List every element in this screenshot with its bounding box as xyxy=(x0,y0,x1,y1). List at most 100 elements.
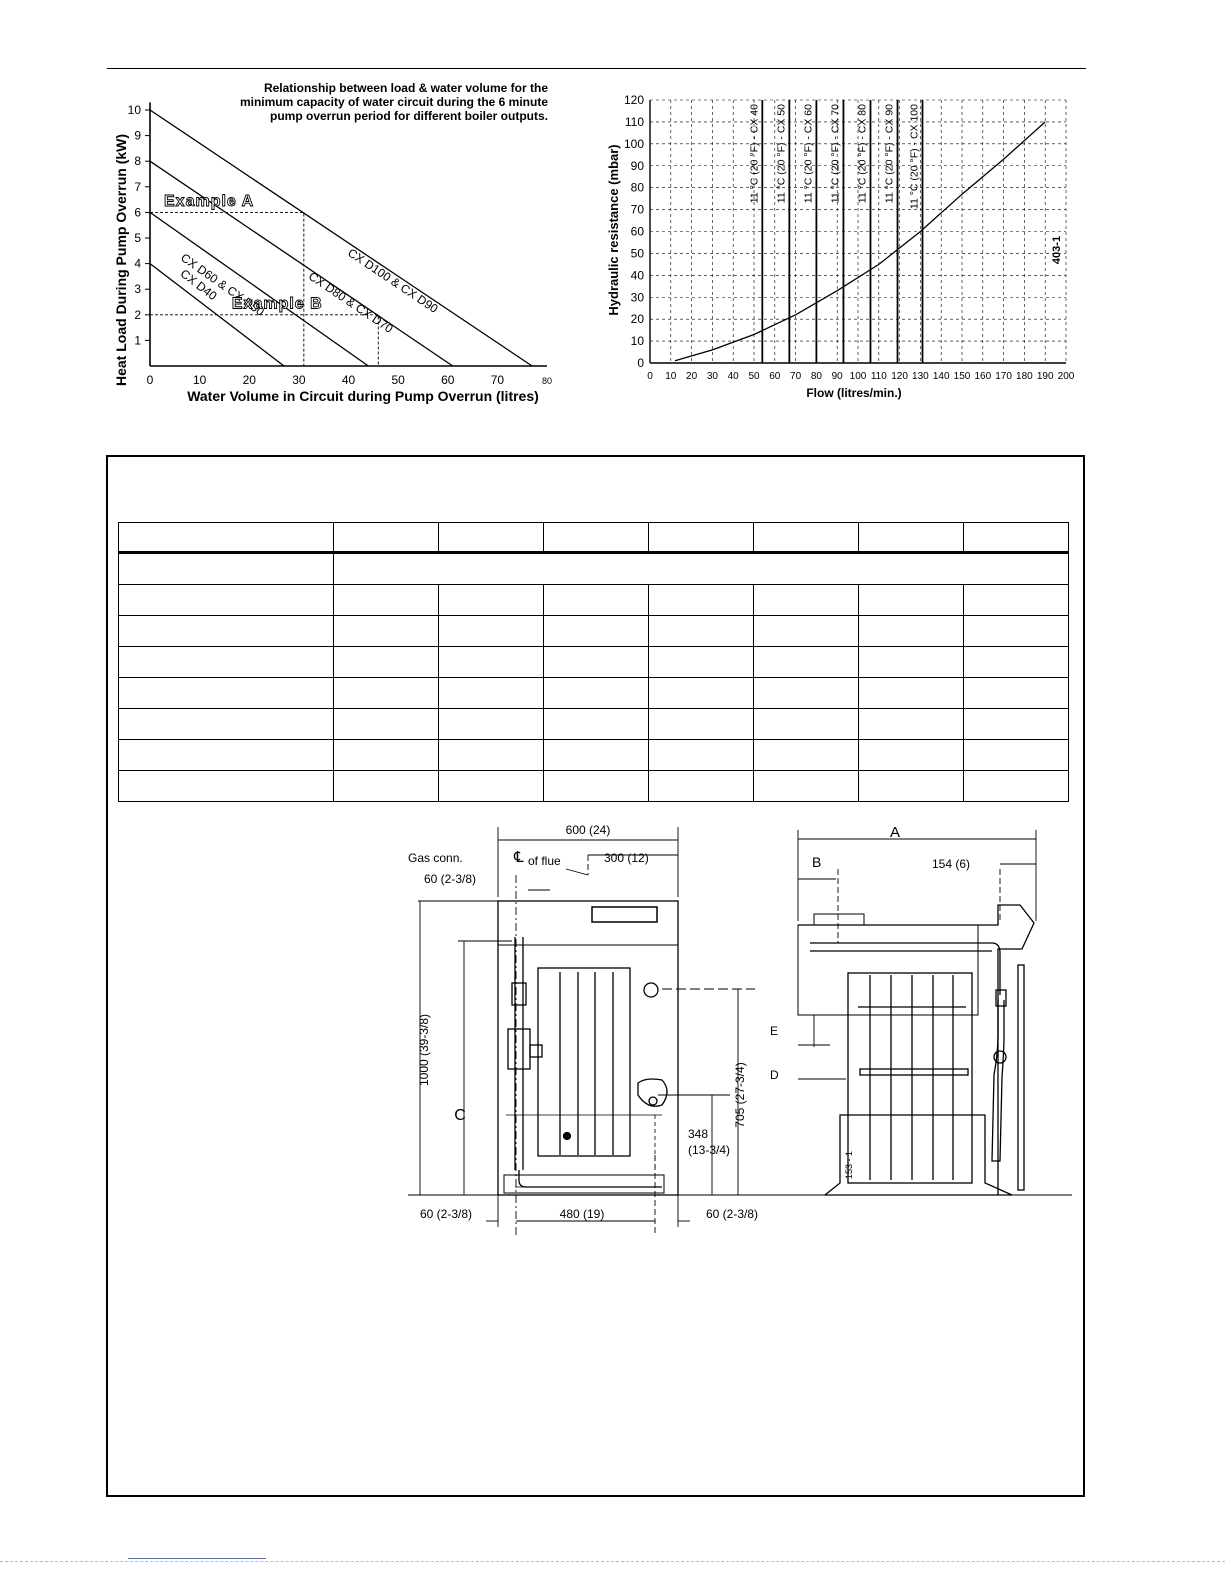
chart-title-line-1: Relationship between load & water volume… xyxy=(264,81,548,95)
x-tick-label: 160 xyxy=(974,371,991,382)
y-axis-label: Hydraulic resistance (mbar) xyxy=(606,144,621,315)
dim-348-in: (13-3/4) xyxy=(688,1143,730,1157)
y-tick-label: 40 xyxy=(631,268,645,282)
example-label: Example A xyxy=(164,193,254,210)
marker-label: 11 °C (20 °F) - CX 100 xyxy=(908,104,920,209)
x-tick-label: 20 xyxy=(243,373,257,387)
label-c: C xyxy=(454,1107,466,1124)
x-tick-label: 190 xyxy=(1037,371,1054,382)
y-tick-label: 120 xyxy=(624,93,644,107)
dim-154: 154 (6) xyxy=(932,857,970,871)
x-tick-label: 30 xyxy=(292,373,306,387)
table-row xyxy=(118,708,1069,740)
footer-link-underline xyxy=(128,1558,266,1559)
y-tick-label: 1 xyxy=(134,333,141,347)
y-tick-label: 8 xyxy=(134,154,141,168)
figure-ref: 403-1 xyxy=(1051,236,1063,264)
dim-348: 348 xyxy=(688,1127,708,1141)
label-e: E xyxy=(770,1024,778,1038)
marker-label: 11 °C (20 °F) - CX 80 xyxy=(856,104,868,203)
x-tick-label: 60 xyxy=(769,371,781,382)
dim-60-top: 60 (2-3/8) xyxy=(424,872,476,886)
x-tick-label: 30 xyxy=(707,371,719,382)
x-tick-label: 10 xyxy=(193,373,207,387)
chart-title-line-3: pump overrun period for different boiler… xyxy=(270,109,548,123)
y-tick-label: 6 xyxy=(134,205,141,219)
label-d: D xyxy=(770,1068,779,1082)
chart-title-line-2: minimum capacity of water circuit during… xyxy=(240,95,548,109)
table-row xyxy=(118,615,1069,647)
x-tick-label: 50 xyxy=(748,371,760,382)
series-line xyxy=(149,109,533,367)
flue-label: of flue xyxy=(528,854,561,868)
specification-panel xyxy=(106,455,1085,1497)
x-tick-label: 0 xyxy=(647,371,653,382)
marker-label: 11 °C (20 °F) - CX 90 xyxy=(884,104,896,203)
series-line xyxy=(149,211,369,367)
dim-60-bottom-right: 60 (2-3/8) xyxy=(706,1207,758,1221)
x-tick-label: 20 xyxy=(686,371,698,382)
y-tick-label: 70 xyxy=(631,203,645,217)
y-tick-label: 10 xyxy=(128,103,142,117)
hydraulic-resistance-chart: 11 °C (20 °F) - CX 40 11 °C (20 °F) - CX … xyxy=(606,93,1075,400)
x-tick-label: 130 xyxy=(912,371,929,382)
y-tick-label: 0 xyxy=(637,356,644,370)
y-tick-label: 7 xyxy=(134,180,141,194)
series-line xyxy=(149,160,454,367)
x-tick-label: 200 xyxy=(1058,371,1075,382)
x-tick-label: 90 xyxy=(832,371,844,382)
x-axis-label: Water Volume in Circuit during Pump Over… xyxy=(187,388,539,404)
marker-label: 11 °C (20 °F) - CX 50 xyxy=(775,104,787,203)
x-axis-label: Flow (litres/min.) xyxy=(806,386,901,400)
x-tick-label: 70 xyxy=(790,371,802,382)
x-tick-label: 140 xyxy=(933,371,950,382)
x-tick-label: 70 xyxy=(491,373,505,387)
table-row xyxy=(118,739,1069,771)
marker-label: 11 °C (20 °F) - CX 60 xyxy=(802,104,814,203)
chart-markers: 11 °C (20 °F) - CX 40 11 °C (20 °F) - CX … xyxy=(748,100,924,363)
y-tick-label: 50 xyxy=(631,246,645,260)
table-row xyxy=(118,677,1069,709)
boiler-dimension-drawing: 600 (24) Gas conn. ℄ of flue 300 (12) 60… xyxy=(408,823,1072,1235)
example-guide xyxy=(150,211,305,366)
table-row xyxy=(118,584,1069,616)
marker-label: 11 °C (20 °F) - CX 40 xyxy=(748,104,760,203)
y-tick-label: 110 xyxy=(625,115,644,129)
x-tick-label: 50 xyxy=(391,373,405,387)
x-tick-label: 60 xyxy=(441,373,455,387)
spec-table xyxy=(118,522,1069,802)
x-tick-label: 150 xyxy=(954,371,971,382)
x-tick-label: 110 xyxy=(871,371,887,382)
side-dimensions xyxy=(797,830,1037,1080)
header-rule xyxy=(107,68,1086,69)
y-tick-label: 5 xyxy=(134,231,141,245)
x-tick-label: 10 xyxy=(665,371,677,382)
gas-conn-label: Gas conn. xyxy=(408,851,463,865)
y-tick-label: 3 xyxy=(134,282,141,296)
example-label: Example B xyxy=(232,295,323,312)
dim-1000: 1000 (39-3/8) xyxy=(417,1014,431,1086)
y-tick-label: 30 xyxy=(631,290,645,304)
table-row xyxy=(118,770,1069,802)
y-tick-label: 100 xyxy=(624,137,644,151)
page-footer-rule xyxy=(0,1561,1225,1562)
x-tick-label: 120 xyxy=(891,371,908,382)
dim-300: 300 (12) xyxy=(604,851,649,865)
front-dimensions xyxy=(418,827,755,1235)
x-tick-label: 40 xyxy=(342,373,356,387)
front-view xyxy=(408,900,1072,1196)
resistance-curve xyxy=(674,121,1046,362)
centreline-symbol: ℄ xyxy=(513,849,524,866)
x-tick-label: 170 xyxy=(995,371,1012,382)
dim-60-bottom-left: 60 (2-3/8) xyxy=(420,1207,472,1221)
y-tick-label: 9 xyxy=(134,129,141,143)
dim-600: 600 (24) xyxy=(566,823,611,837)
x-tick-label: 80 xyxy=(811,371,823,382)
table-row xyxy=(118,646,1069,678)
dim-480: 480 (19) xyxy=(560,1207,605,1221)
y-tick-label: 20 xyxy=(631,312,645,326)
y-tick-label: 90 xyxy=(631,159,645,173)
